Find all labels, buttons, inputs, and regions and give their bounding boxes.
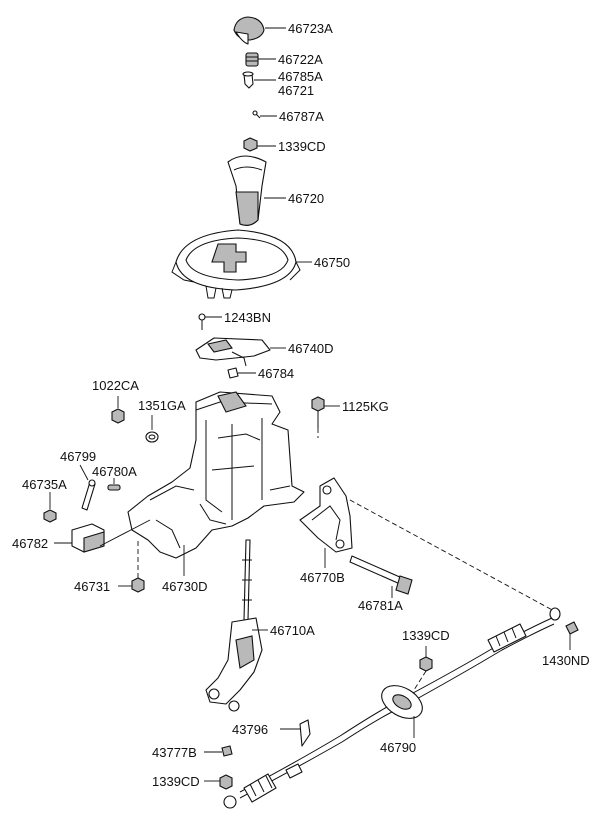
label-46784[interactable]: 46784 [258,366,294,381]
label-1339cd-mid[interactable]: 1339CD [402,628,450,643]
label-46785a[interactable]: 46785A [278,69,323,84]
grommet-1351ga [145,415,159,443]
label-46722a[interactable]: 46722A [278,52,323,67]
label-46723a[interactable]: 46723A [288,21,333,36]
cable-end-clip [549,607,579,650]
screw-1243bn [198,313,222,330]
lower-lever-46710a [205,539,268,712]
nut-1339cd-mid [413,646,433,691]
knob-nut-top [243,137,276,152]
shift-knob [227,155,286,226]
label-1022ca[interactable]: 1022CA [92,378,139,393]
solenoid-46782 [54,519,151,553]
bracket-46770b [299,477,353,568]
nut-1022ca [111,396,125,424]
label-46790[interactable]: 46790 [380,740,416,755]
shift-lever-housing [127,391,305,576]
label-46731[interactable]: 46731 [74,579,110,594]
rod-46799 [79,464,96,511]
knob-pin [252,110,277,119]
label-1339cd-bottom[interactable]: 1339CD [152,774,200,789]
label-46780a[interactable]: 46780A [92,464,137,479]
clip-46784 [227,367,256,379]
knob-button [242,71,276,89]
label-46770b[interactable]: 46770B [300,570,345,585]
label-46730d[interactable]: 46730D [162,579,208,594]
clip-43777b [204,745,233,757]
bolt-46781a [349,499,557,613]
shift-knob-cap [233,16,286,45]
label-46781a[interactable]: 46781A [358,598,403,613]
label-43777b[interactable]: 43777B [152,745,197,760]
label-46787a[interactable]: 46787A [279,109,324,124]
label-46720[interactable]: 46720 [288,191,324,206]
screw-46735a [43,492,57,523]
indicator-panel [171,229,312,299]
clip-43796 [280,719,311,747]
label-46721[interactable]: 46721 [278,83,314,98]
label-43796[interactable]: 43796 [232,722,268,737]
shift-cable-46790 [239,617,555,803]
label-1430nd[interactable]: 1430ND [542,653,590,668]
detent-bracket [195,337,286,367]
nut-46731 [118,540,145,593]
bolt-1125kg [311,396,340,438]
pin-46780a [107,478,121,491]
label-1243bn[interactable]: 1243BN [224,310,271,325]
label-46750[interactable]: 46750 [314,255,350,270]
label-46782[interactable]: 46782 [12,536,48,551]
label-1125kg[interactable]: 1125KG [342,399,389,414]
nut-1339cd-bottom [204,774,237,809]
label-46710a[interactable]: 46710A [270,623,315,638]
label-46799[interactable]: 46799 [60,449,96,464]
knob-spring [245,52,276,67]
label-46735a[interactable]: 46735A [22,477,67,492]
label-46740d[interactable]: 46740D [288,341,334,356]
label-1339cd-top[interactable]: 1339CD [278,139,326,154]
label-1351ga[interactable]: 1351GA [138,398,186,413]
